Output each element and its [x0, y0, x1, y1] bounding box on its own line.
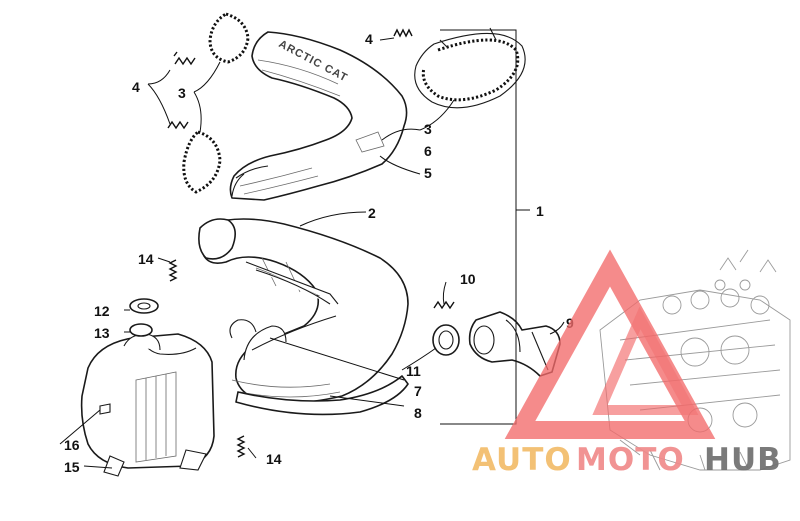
callout-4-left: 4: [132, 79, 140, 95]
silencer: [80, 333, 215, 477]
callout-4-top: 4: [365, 31, 373, 47]
callout-13: 13: [94, 325, 110, 341]
silencer-cap: [129, 323, 153, 337]
expansion-chamber: [198, 218, 409, 416]
callout-labels: 1 2 3 3 4 4 5 6 7 8 9 10 11 12 13 14 14 …: [64, 31, 574, 475]
clamp-chain-lower-left: [182, 130, 222, 194]
callout-16: 16: [64, 437, 80, 453]
callout-10: 10: [460, 271, 476, 287]
spring-chamber-bottom: [236, 435, 246, 458]
exhaust-manifold: [468, 311, 561, 377]
callout-2: 2: [368, 205, 376, 221]
callout-8: 8: [414, 405, 422, 421]
clamp-chain-upper-left: [208, 12, 250, 64]
spring-manifold: [433, 300, 455, 310]
callout-15: 15: [64, 459, 80, 475]
callout-3-right: 3: [424, 121, 432, 137]
upper-heat-shield: ARCTIC CAT: [229, 31, 408, 201]
callout-5: 5: [424, 165, 432, 181]
callout-6: 6: [424, 143, 432, 159]
watermark: AUTO MOTO HUB: [472, 249, 782, 478]
callout-12: 12: [94, 303, 110, 319]
callout-3-left: 3: [178, 85, 186, 101]
spring-lower-left: [167, 120, 189, 130]
callout-14-top: 14: [138, 251, 154, 267]
gasket-ring: [432, 324, 460, 356]
callout-7: 7: [414, 383, 422, 399]
leader-lines: [59, 29, 565, 469]
grommet: [129, 298, 159, 314]
spring-chamber-left: [168, 259, 178, 282]
engine-block: [599, 249, 791, 471]
watermark-moto: MOTO: [576, 442, 685, 478]
watermark-hub: HUB: [704, 442, 782, 478]
watermark-triangle-logo: [504, 249, 716, 439]
spring-top-right: [393, 28, 413, 38]
callout-11: 11: [406, 363, 421, 379]
spring-upper-left: [173, 51, 196, 66]
callout-1: 1: [536, 203, 544, 219]
callout-14-bottom: 14: [266, 451, 282, 467]
watermark-auto: AUTO: [472, 442, 572, 478]
clamp-band-right: [414, 27, 526, 109]
